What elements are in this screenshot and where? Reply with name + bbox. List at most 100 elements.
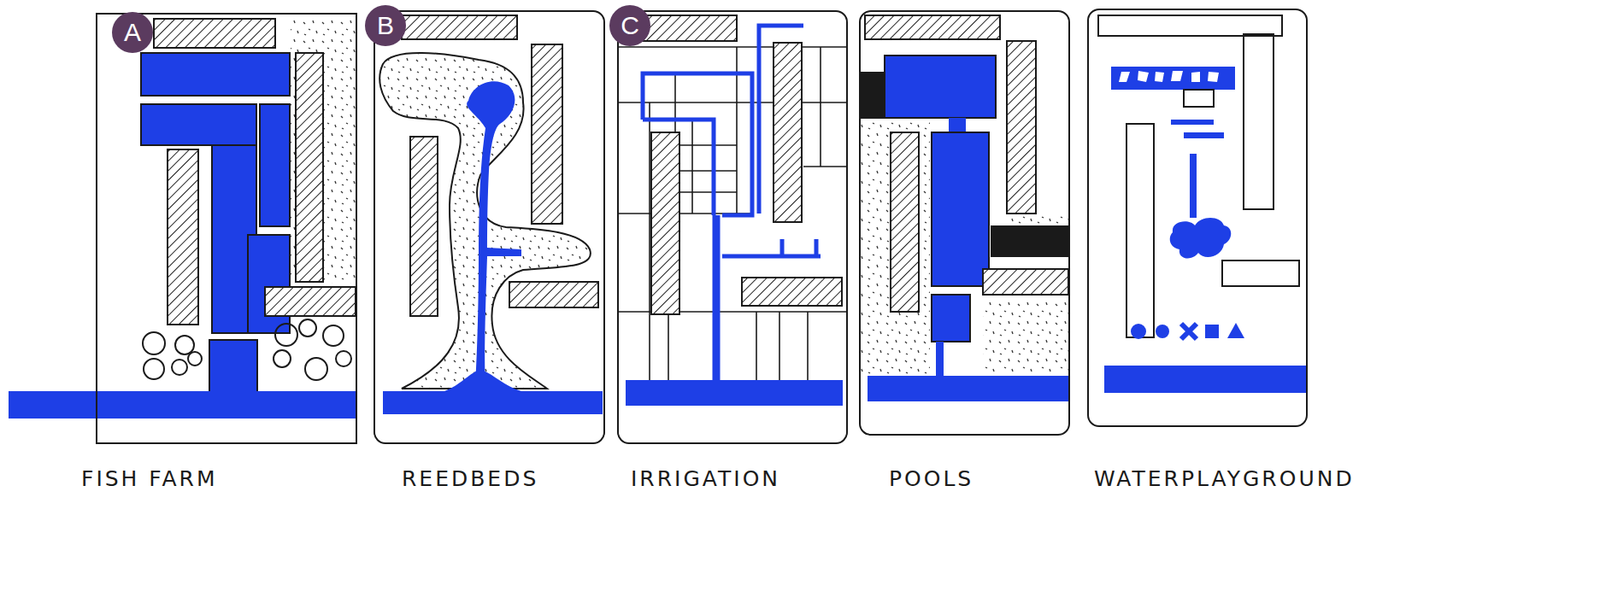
water-playground-plan-shape xyxy=(1183,89,1214,107)
irrigation-plan-shape xyxy=(618,46,847,48)
label-badge: B xyxy=(364,5,406,47)
site-panel: WATERPLAYGROUND xyxy=(1087,8,1308,428)
fish-farm-plan-shape xyxy=(141,104,257,146)
badge-letter: B xyxy=(376,12,395,39)
fish-farm-plan-shape xyxy=(247,235,290,334)
panel-caption: WATERPLAYGROUND xyxy=(1094,466,1355,492)
pools-plan-shape xyxy=(935,341,944,378)
water-playground-plan-shape xyxy=(1126,123,1154,338)
pools-plan-shape xyxy=(982,269,1069,295)
fish-farm-plan-shape xyxy=(264,287,356,317)
water-playground-plan-shape xyxy=(1181,323,1197,340)
fish-farm-plan-shape xyxy=(188,352,202,366)
panel-caption: IRRIGATION xyxy=(630,466,781,492)
pools-plan-shape xyxy=(859,72,885,118)
fish-farm-plan-shape xyxy=(323,325,344,347)
irrigation-plan-shape xyxy=(648,102,651,381)
pools-plan-shape xyxy=(867,376,1069,402)
fish-farm-plan-shape xyxy=(175,335,195,355)
fish-farm-plan-shape xyxy=(273,350,291,368)
water-playground-plan-shape xyxy=(1227,323,1245,339)
fish-farm-plan-shape xyxy=(209,340,258,397)
water-playground-plan-shape xyxy=(1205,324,1219,339)
fish-farm-plan-shape xyxy=(142,332,165,355)
irrigation-plan-shape xyxy=(803,165,847,168)
irrigation-plan-shape xyxy=(741,277,842,306)
fish-farm-plan xyxy=(8,18,356,419)
pools-plan-shape xyxy=(859,119,930,377)
panel-caption: POOLS xyxy=(888,466,974,492)
fish-farm-plan-shape xyxy=(171,359,188,376)
irrigation-plan xyxy=(618,15,847,406)
irrigation-plan-shape xyxy=(819,47,822,167)
irrigation-plan-shape xyxy=(712,215,721,383)
fish-farm-plan-shape xyxy=(143,358,165,380)
badge-letter: C xyxy=(620,12,640,39)
water-playground-plan-shape xyxy=(1104,365,1308,394)
pools-plan-shape xyxy=(931,294,971,342)
irrigation-plan-shape xyxy=(773,42,802,223)
water-playground-plan-shape xyxy=(1222,260,1300,287)
fish-farm-plan-shape xyxy=(141,52,290,96)
irrigation-plan-shape xyxy=(675,144,737,147)
irrigation-plan-shape xyxy=(651,132,680,315)
pools-plan-shape xyxy=(1006,213,1069,224)
fish-farm-plan-shape xyxy=(299,319,317,337)
site-panel: IRRIGATIONC xyxy=(617,10,848,445)
water-playground-plan-shape xyxy=(1170,217,1232,259)
irrigation-plan-shape xyxy=(642,25,821,257)
fish-farm-plan-shape xyxy=(8,391,356,419)
site-panel: FISH FARMA xyxy=(95,12,358,445)
fish-farm-plan-shape xyxy=(290,18,356,284)
fish-farm-plan-shape xyxy=(335,351,352,367)
fish-farm-plan-shape xyxy=(259,104,290,227)
label-badge: C xyxy=(609,5,651,47)
water-playground-plan-shape xyxy=(1183,132,1224,139)
pools-plan-shape xyxy=(991,226,1069,257)
reedbeds-plan-shape xyxy=(382,369,603,415)
site-panel: POOLS xyxy=(858,10,1071,436)
pools-plan-shape xyxy=(890,132,919,312)
water-playground-plan-shape xyxy=(1130,323,1147,340)
reedbeds-plan-shape xyxy=(509,282,599,308)
pools-plan-shape xyxy=(948,117,966,134)
irrigation-plan-shape xyxy=(806,311,809,381)
reedbeds-plan-shape xyxy=(410,136,438,317)
panel-caption: REEDBEDS xyxy=(401,466,539,492)
pools-plan-shape xyxy=(1006,41,1036,214)
irrigation-plan-shape xyxy=(667,311,670,381)
pools-plan-shape xyxy=(864,15,1000,40)
irrigation-plan-shape xyxy=(618,101,847,104)
water-playground-plan xyxy=(1098,15,1308,394)
pools-plan-shape xyxy=(884,55,996,118)
fish-farm-plan-shape xyxy=(153,18,276,48)
reedbeds-plan xyxy=(379,15,603,415)
water-playground-plan-shape xyxy=(1118,70,1219,83)
badge-letter: A xyxy=(123,19,142,46)
fish-farm-plan-shape xyxy=(275,323,298,347)
water-playground-plan-shape xyxy=(1155,324,1170,339)
panel-caption: FISH FARM xyxy=(81,466,218,492)
fish-farm-plan-shape xyxy=(167,149,199,325)
irrigation-plan-shape xyxy=(675,191,737,194)
irrigation-plan-shape xyxy=(778,311,781,381)
fish-farm-plan-shape xyxy=(295,52,324,283)
water-playground-plan-shape xyxy=(1170,119,1214,125)
irrigation-plan-shape xyxy=(625,380,843,406)
site-panel: REEDBEDSB xyxy=(373,10,606,445)
water-playground-plan-shape xyxy=(1098,15,1283,36)
label-badge: A xyxy=(111,11,153,53)
fish-farm-plan-shape xyxy=(305,358,328,381)
water-playground-plan-shape xyxy=(1243,34,1274,210)
irrigation-plan-shape xyxy=(755,311,758,381)
water-playground-plan-shape xyxy=(1189,153,1197,218)
reedbeds-plan-shape xyxy=(531,44,563,224)
reedbeds-plan-shape xyxy=(401,15,518,40)
reedbeds-plan-shape xyxy=(466,81,522,387)
irrigation-plan-shape xyxy=(675,170,737,172)
pools-plan-shape xyxy=(982,299,1069,372)
pools-plan-shape xyxy=(931,132,989,287)
irrigation-plan-shape xyxy=(691,119,694,214)
